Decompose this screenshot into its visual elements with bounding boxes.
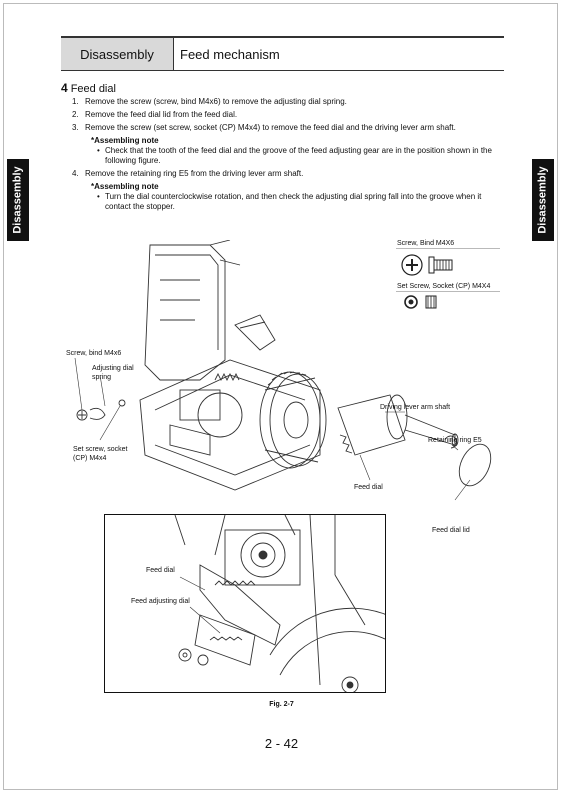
page-number: 2 - 42 — [264, 736, 299, 751]
note-text: Turn the dial counterclockwise rotation,… — [105, 192, 482, 211]
legend-set-screw: Set Screw, Socket (CP) M4X4 — [397, 283, 491, 290]
note-title: *Assembling note — [91, 182, 159, 191]
step-item: 3.Remove the screw (set screw, socket (C… — [72, 123, 456, 132]
step-item: 1.Remove the screw (screw, bind M4x6) to… — [72, 97, 347, 106]
side-tab-right: Disassembly — [532, 159, 554, 241]
label-set-screw-2: (CP) M4x4 — [73, 455, 107, 462]
label-set-screw-1: Set screw, socket — [73, 446, 128, 453]
inset-diagram — [174, 515, 385, 692]
label-feed-dial: Feed dial — [354, 484, 383, 491]
header-section: Disassembly — [61, 38, 174, 70]
exploded-view-diagram — [74, 240, 492, 501]
label-feed-dial-lid: Feed dial lid — [432, 527, 470, 534]
step-item: 2.Remove the feed dial lid from the feed… — [72, 110, 238, 119]
side-tab-left: Disassembly — [7, 159, 29, 241]
legend-set-screw-graphic — [396, 291, 500, 309]
label-screw-bind: Screw, bind M4x6 — [66, 350, 122, 357]
label-adjusting-spring-2: spring — [92, 374, 112, 381]
section-title-text: Feed dial — [70, 83, 116, 95]
header-topic: Feed mechanism — [180, 46, 280, 62]
section-number: 4 — [61, 81, 68, 95]
steps-list: 1.Remove the screw (screw, bind M4x6) to… — [72, 97, 506, 215]
note-text: Check that the tooth of the feed dial an… — [105, 146, 492, 165]
inset-detail-figure — [104, 514, 386, 693]
label-driving-lever: Driving lever arm shaft — [380, 404, 451, 411]
inset-label-feed-dial: Feed dial — [146, 567, 175, 574]
legend-screw-bind-graphic — [396, 248, 500, 276]
label-adjusting-spring-1: Adjusting dial — [92, 365, 134, 372]
label-retaining-ring: Retaining ring E5 — [428, 437, 482, 444]
page-header: Disassembly Feed mechanism — [61, 36, 504, 71]
step-item: 4.Remove the retaining ring E5 from the … — [72, 169, 304, 178]
inset-label-adjusting-dial: Feed adjusting dial — [131, 598, 190, 605]
legend-screw-bind: Screw, Bind M4X6 — [397, 240, 455, 247]
page-border — [3, 3, 558, 790]
figure-caption: Fig. 2-7 — [269, 701, 294, 708]
assembling-note: *Assembling note •Turn the dial counterc… — [91, 182, 506, 212]
assembling-note: *Assembling note •Check that the tooth o… — [91, 136, 506, 166]
note-title: *Assembling note — [91, 136, 159, 145]
